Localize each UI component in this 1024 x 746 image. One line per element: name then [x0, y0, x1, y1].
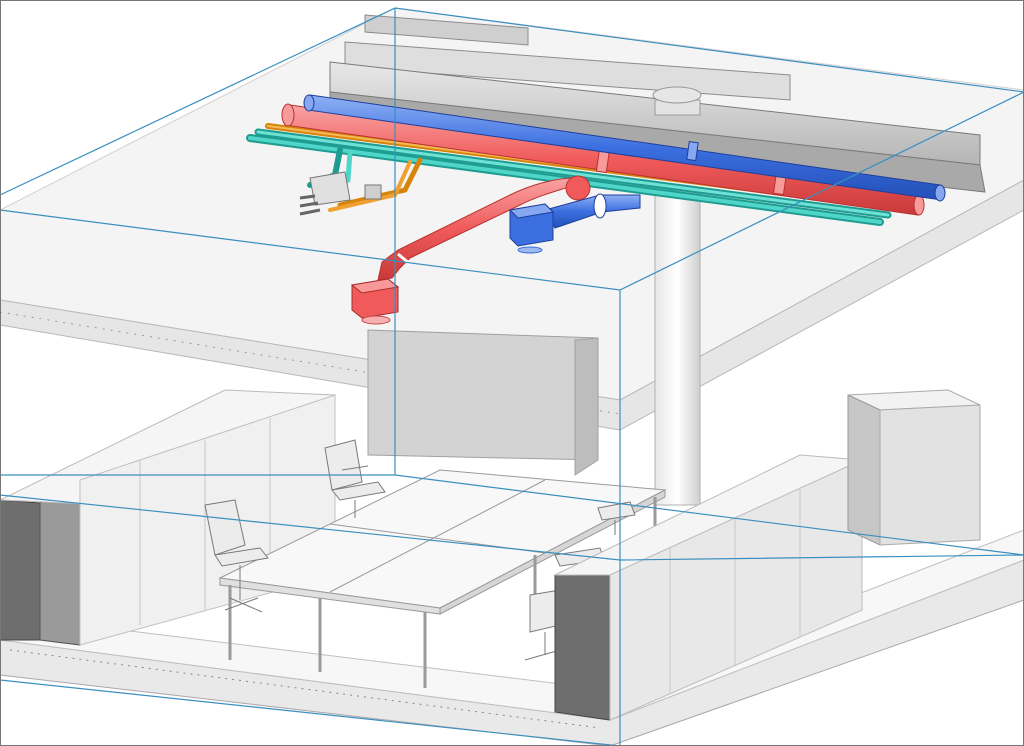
back-wall-panel	[367, 329, 599, 476]
structural-column	[654, 189, 701, 506]
meeting-table	[218, 469, 667, 688]
supply-diffuser	[350, 278, 400, 325]
return-air-duct	[303, 94, 946, 202]
return-branch-duct	[544, 193, 641, 229]
left-storage-cabinets	[0, 389, 336, 646]
office-chair	[204, 499, 269, 613]
tall-cabinet	[847, 389, 981, 546]
office-chair	[324, 439, 386, 518]
section-box	[0, 7, 1024, 746]
supply-branch-duct	[377, 175, 591, 281]
roof-beams	[329, 14, 986, 193]
fan-coil-unit	[299, 171, 382, 216]
return-grille	[508, 203, 555, 254]
